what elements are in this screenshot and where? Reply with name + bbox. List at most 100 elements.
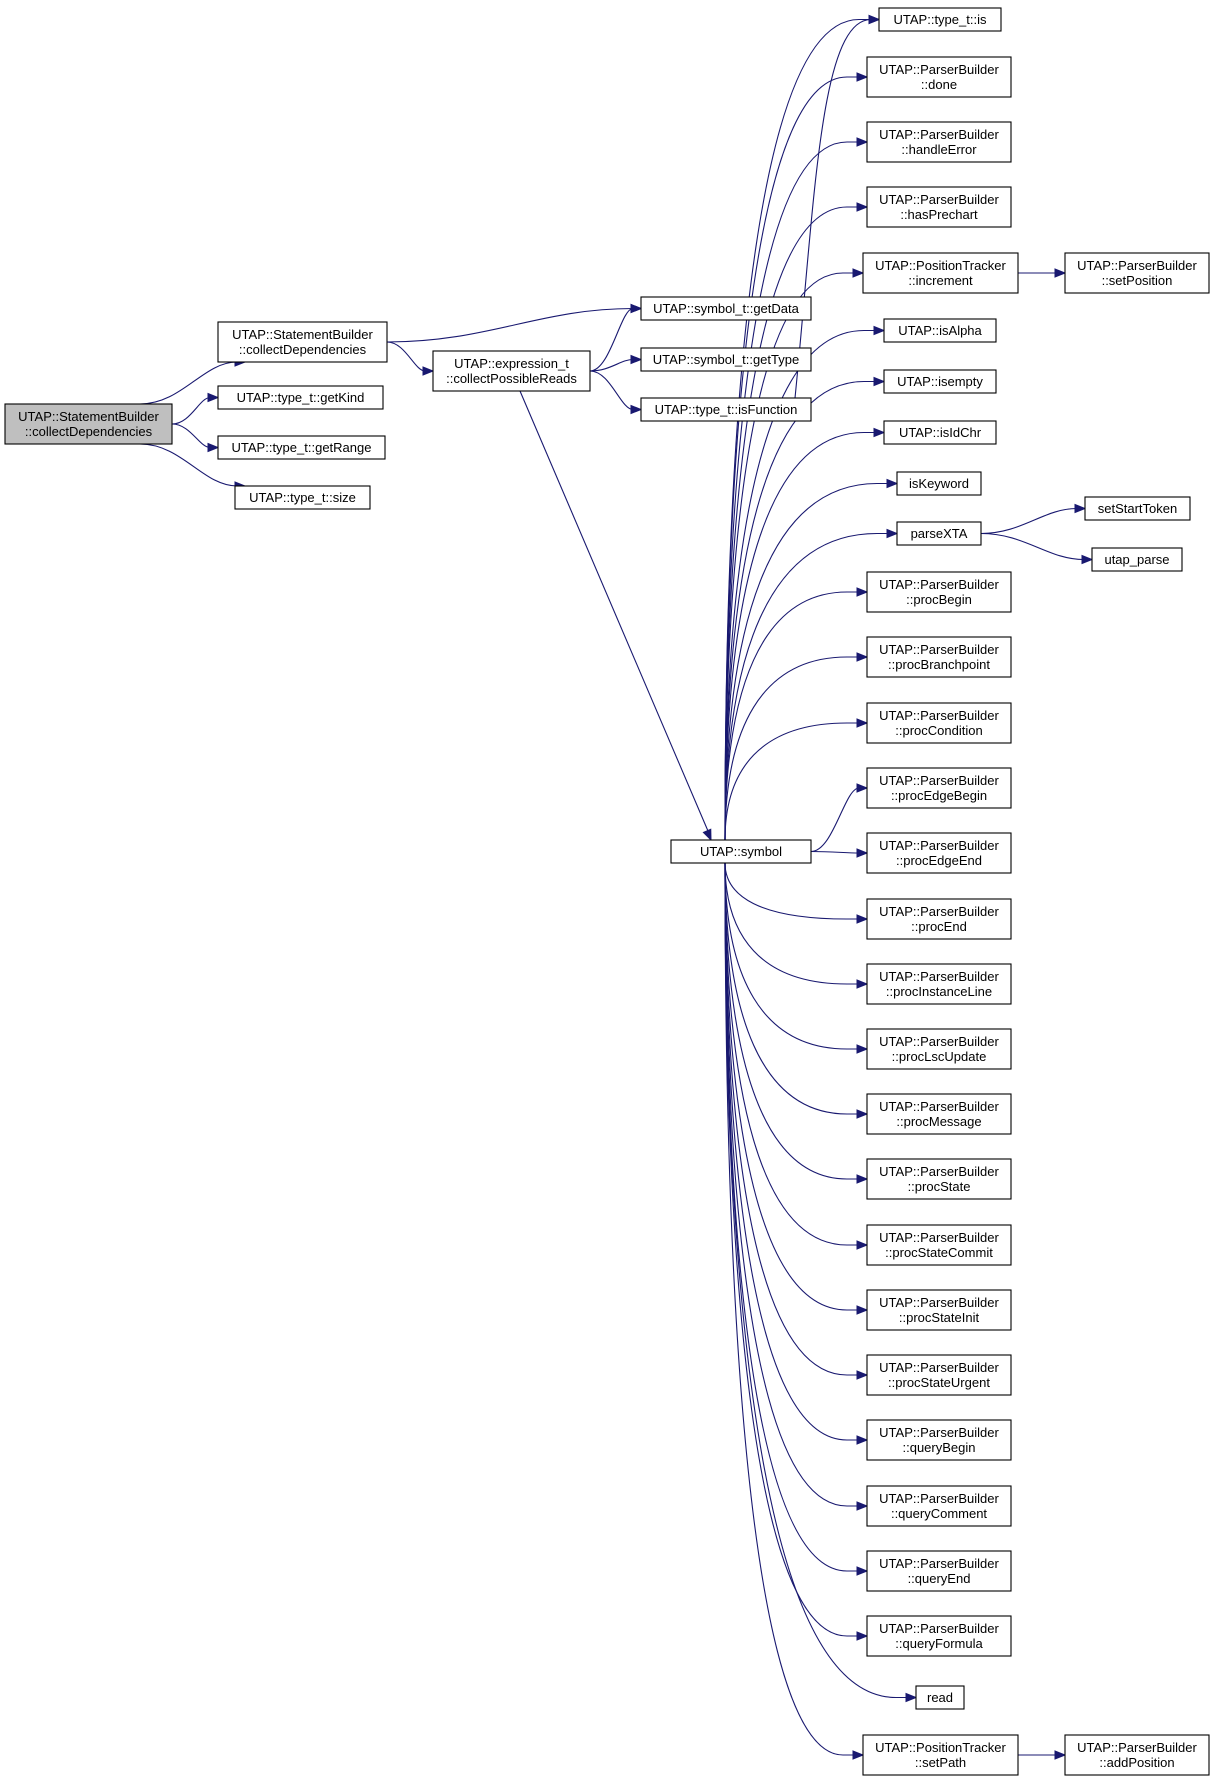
- edge-line: [724, 431, 876, 841]
- node-label: ::queryBegin: [903, 1440, 976, 1455]
- node-symbol[interactable]: UTAP::symbol: [670, 839, 812, 864]
- edge-symbol-to-procStateCommit: [724, 862, 869, 1250]
- edge-arrowhead: [702, 828, 712, 842]
- node-isAlpha[interactable]: UTAP::isAlpha: [883, 318, 997, 343]
- edge-parseXTA-to-utap_parse: [980, 532, 1094, 565]
- node-box: [432, 350, 591, 392]
- edge-arrowhead: [1081, 554, 1094, 565]
- node-box: [866, 1419, 1012, 1461]
- node-box: [866, 1028, 1012, 1070]
- node-queryBegin[interactable]: UTAP::ParserBuilder::queryBegin: [866, 1419, 1012, 1461]
- node-label: ::queryEnd: [908, 1571, 971, 1586]
- node-root[interactable]: UTAP::StatementBuilder::collectDependenc…: [4, 403, 173, 445]
- node-handleError[interactable]: UTAP::ParserBuilder::handleError: [866, 121, 1012, 163]
- edge-arrowhead: [1074, 503, 1087, 514]
- node-label: UTAP::ParserBuilder: [879, 1034, 999, 1049]
- node-procCondition[interactable]: UTAP::ParserBuilder::procCondition: [866, 702, 1012, 744]
- node-box: [915, 1685, 965, 1710]
- node-procStateUrgent[interactable]: UTAP::ParserBuilder::procStateUrgent: [866, 1354, 1012, 1396]
- node-procStateInit[interactable]: UTAP::ParserBuilder::procStateInit: [866, 1289, 1012, 1331]
- node-procEnd[interactable]: UTAP::ParserBuilder::procEnd: [866, 898, 1012, 940]
- node-procState[interactable]: UTAP::ParserBuilder::procState: [866, 1158, 1012, 1200]
- node-isKeyword[interactable]: isKeyword: [896, 471, 982, 496]
- node-getKind[interactable]: UTAP::type_t::getKind: [217, 385, 384, 410]
- edge-symbol-to-procBegin: [724, 587, 869, 841]
- node-addPosition[interactable]: UTAP::ParserBuilder::addPosition: [1064, 1734, 1210, 1776]
- node-setStartToken[interactable]: setStartToken: [1084, 496, 1191, 521]
- edge-arrowhead: [873, 325, 886, 336]
- node-getData[interactable]: UTAP::symbol_t::getData: [640, 296, 812, 321]
- edge-line: [724, 862, 859, 1180]
- node-increment[interactable]: UTAP::PositionTracker::increment: [862, 252, 1019, 294]
- edge-symbol-to-procLscUpdate: [724, 862, 869, 1054]
- node-label: UTAP::PositionTracker: [875, 1740, 1006, 1755]
- node-procEdgeEnd[interactable]: UTAP::ParserBuilder::procEdgeEnd: [866, 832, 1012, 874]
- node-label: UTAP::ParserBuilder: [879, 1556, 999, 1571]
- node-isIdChr[interactable]: UTAP::isIdChr: [883, 420, 997, 445]
- node-sb_collect[interactable]: UTAP::StatementBuilder::collectDependenc…: [217, 321, 388, 363]
- node-read[interactable]: read: [915, 1685, 965, 1710]
- edge-symbol-to-queryComment: [724, 862, 869, 1511]
- edge-symbol-to-read: [724, 862, 918, 1703]
- node-box: [217, 435, 386, 460]
- node-label: ::procStateUrgent: [888, 1375, 990, 1390]
- node-isFunction[interactable]: UTAP::type_t::isFunction: [640, 397, 812, 422]
- node-procBegin[interactable]: UTAP::ParserBuilder::procBegin: [866, 571, 1012, 613]
- node-label: UTAP::ParserBuilder: [879, 577, 999, 592]
- node-procEdgeBegin[interactable]: UTAP::ParserBuilder::procEdgeBegin: [866, 767, 1012, 809]
- node-procMessage[interactable]: UTAP::ParserBuilder::procMessage: [866, 1093, 1012, 1135]
- node-parseXTA[interactable]: parseXTA: [896, 521, 982, 546]
- edge-arrowhead: [630, 303, 643, 314]
- node-label: ::procEdgeBegin: [891, 788, 987, 803]
- edge-symbol-to-isKeyword: [724, 478, 899, 841]
- edge-line: [724, 862, 859, 1246]
- node-queryComment[interactable]: UTAP::ParserBuilder::queryComment: [866, 1485, 1012, 1527]
- node-procBranchpoint[interactable]: UTAP::ParserBuilder::procBranchpoint: [866, 636, 1012, 678]
- node-getRange[interactable]: UTAP::type_t::getRange: [217, 435, 386, 460]
- node-label: UTAP::PositionTracker: [875, 258, 1006, 273]
- edge-line: [724, 862, 859, 1637]
- node-queryEnd[interactable]: UTAP::ParserBuilder::queryEnd: [866, 1550, 1012, 1592]
- edge-symbol-to-done: [724, 72, 869, 841]
- node-utap_parse[interactable]: utap_parse: [1091, 547, 1183, 572]
- node-label: ::collectDependencies: [25, 424, 153, 439]
- node-box: [866, 702, 1012, 744]
- node-label: ::procBranchpoint: [888, 657, 990, 672]
- node-isempty[interactable]: UTAP::isempty: [883, 369, 997, 394]
- edge-arrowhead: [905, 1692, 918, 1703]
- node-size[interactable]: UTAP::type_t::size: [234, 485, 371, 510]
- edge-symbol-to-procEdgeEnd: [810, 848, 869, 858]
- node-procStateCommit[interactable]: UTAP::ParserBuilder::procStateCommit: [866, 1224, 1012, 1266]
- node-box: [640, 296, 812, 321]
- edge-arrowhead: [630, 404, 643, 415]
- node-label: UTAP::symbol_t::getData: [653, 301, 799, 316]
- edge-symbol-to-procMessage: [724, 862, 869, 1119]
- edge-arrowhead: [856, 1240, 869, 1250]
- node-label: UTAP::type_t::size: [249, 490, 356, 505]
- node-label: UTAP::ParserBuilder: [879, 1425, 999, 1440]
- edge-line: [724, 862, 859, 1050]
- edge-symbol-to-procStateUrgent: [724, 862, 869, 1380]
- node-label: parseXTA: [911, 526, 968, 541]
- edge-arrowhead: [856, 914, 869, 924]
- node-expr_collect[interactable]: UTAP::expression_t::collectPossibleReads: [432, 350, 591, 392]
- node-done[interactable]: UTAP::ParserBuilder::done: [866, 56, 1012, 98]
- edge-arrowhead: [873, 427, 886, 438]
- node-setPosition[interactable]: UTAP::ParserBuilder::setPosition: [1064, 252, 1210, 294]
- edge-line: [724, 482, 889, 841]
- node-label: read: [927, 1690, 953, 1705]
- node-queryFormula[interactable]: UTAP::ParserBuilder::queryFormula: [866, 1615, 1012, 1657]
- node-setPath[interactable]: UTAP::PositionTracker::setPath: [862, 1734, 1019, 1776]
- node-is[interactable]: UTAP::type_t::is: [878, 7, 1002, 32]
- edge-expr_collect-to-symbol: [519, 390, 712, 842]
- node-label: UTAP::isempty: [897, 374, 983, 389]
- node-label: ::procState: [908, 1179, 971, 1194]
- edge-line: [139, 361, 238, 405]
- node-procLscUpdate[interactable]: UTAP::ParserBuilder::procLscUpdate: [866, 1028, 1012, 1070]
- node-procInstanceLine[interactable]: UTAP::ParserBuilder::procInstanceLine: [866, 963, 1012, 1005]
- node-label: utap_parse: [1104, 552, 1169, 567]
- node-hasPrechart[interactable]: UTAP::ParserBuilder::hasPrechart: [866, 186, 1012, 228]
- node-label: UTAP::ParserBuilder: [879, 773, 999, 788]
- node-label: ::collectDependencies: [239, 342, 367, 357]
- node-getType[interactable]: UTAP::symbol_t::getType: [640, 347, 812, 372]
